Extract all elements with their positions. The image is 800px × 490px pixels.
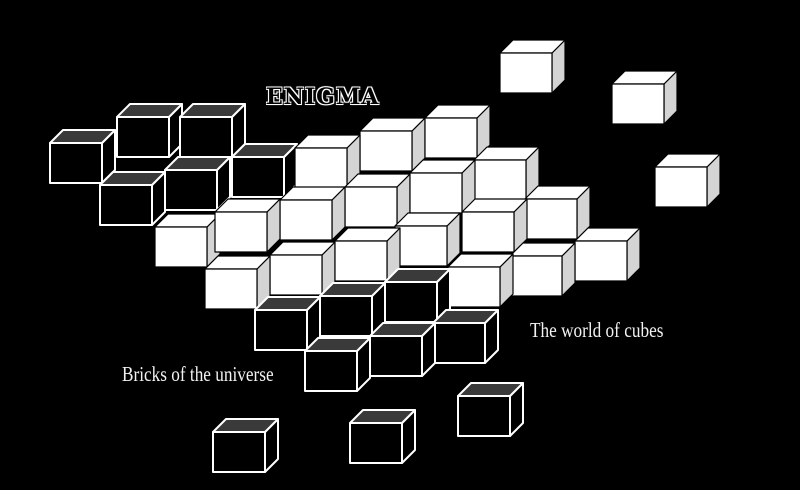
cube-outline-icon [304, 337, 371, 392]
cube-solid-icon [509, 242, 576, 297]
caption-world-of-cubes: The world of cubes [530, 318, 664, 342]
cube-outline-icon [349, 409, 416, 464]
cube-solid-icon [473, 146, 540, 201]
cube-solid-icon [279, 186, 346, 241]
cube-solid-icon [611, 70, 678, 125]
cube-solid-icon [204, 255, 271, 310]
cube-solid-icon [524, 185, 591, 240]
cube-outline-icon [116, 103, 183, 158]
cube-outline-icon [179, 103, 246, 158]
cube-solid-icon [214, 198, 281, 253]
cube-solid-icon [574, 227, 641, 282]
cube-outline-icon [432, 309, 499, 364]
cube-solid-icon [499, 39, 566, 94]
cube-outline-icon [212, 418, 279, 473]
cube-solid-icon [424, 104, 491, 159]
cube-solid-icon [334, 227, 401, 282]
cube-solid-icon [654, 153, 721, 208]
cube-outline-icon [319, 282, 386, 337]
cube-outline-icon [49, 129, 116, 184]
cube-outline-icon [231, 143, 298, 198]
cube-outline-icon [99, 171, 166, 226]
cube-solid-icon [394, 212, 461, 267]
cube-outline-icon [457, 382, 524, 437]
cube-solid-icon [461, 198, 528, 253]
cube-outline-icon [164, 156, 231, 211]
cube-solid-icon [294, 134, 361, 189]
cube-outline-icon [384, 268, 451, 323]
cube-solid-icon [269, 241, 336, 296]
title-enigma: ENIGMA [266, 84, 380, 110]
caption-bricks-of-universe: Bricks of the universe [122, 362, 274, 386]
cube-outline-icon [369, 322, 436, 377]
cube-solid-icon [344, 173, 411, 228]
cube-solid-icon [359, 117, 426, 172]
cube-solid-icon [447, 253, 514, 308]
cube-solid-icon [154, 213, 221, 268]
cube-outline-icon [254, 296, 321, 351]
cube-solid-icon [409, 159, 476, 214]
